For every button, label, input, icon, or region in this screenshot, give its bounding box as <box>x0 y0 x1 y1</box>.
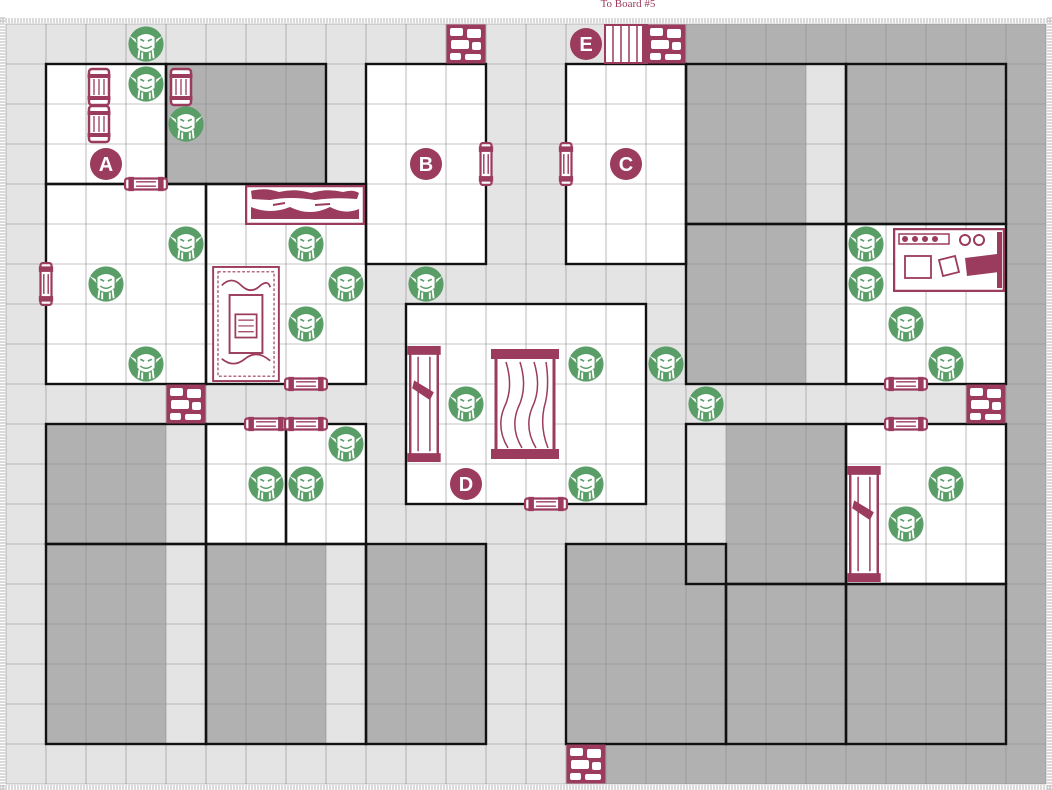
goblin-icon[interactable] <box>847 225 885 263</box>
goblin-icon[interactable] <box>847 265 885 303</box>
goblin-icon[interactable] <box>247 465 285 503</box>
room-label: B <box>419 154 433 176</box>
door-icon[interactable] <box>558 142 574 186</box>
barrel-icon <box>87 104 111 144</box>
stairway-icon <box>604 24 648 64</box>
door-icon[interactable] <box>38 262 54 306</box>
room-marker-e[interactable]: E <box>570 28 602 60</box>
goblin-icon[interactable] <box>567 465 605 503</box>
goblin-icon[interactable] <box>647 345 685 383</box>
rug-icon <box>212 266 280 382</box>
alchemist-bench-icon <box>893 228 1005 292</box>
room-marker-disc <box>410 148 442 180</box>
rock-block <box>206 544 326 744</box>
goblin-icon[interactable] <box>287 305 325 343</box>
door-icon[interactable] <box>244 416 288 432</box>
door-icon[interactable] <box>284 376 328 392</box>
room-marker-c[interactable]: C <box>610 148 642 180</box>
barrel-icon <box>169 67 193 107</box>
goblin-icon[interactable] <box>887 505 925 543</box>
goblin-icon[interactable] <box>327 425 365 463</box>
room-marker-d[interactable]: D <box>450 468 482 500</box>
room-marker-disc <box>610 148 642 180</box>
room-marker-a[interactable]: A <box>90 148 122 180</box>
door-icon[interactable] <box>124 176 168 192</box>
board-caption: To Board #5 <box>600 0 656 10</box>
goblin-icon[interactable] <box>127 345 165 383</box>
board-edge-ticks <box>0 17 1052 790</box>
goblin-icon[interactable] <box>327 265 365 303</box>
room-marker-disc <box>450 468 482 500</box>
stone-stairs-icon[interactable] <box>166 384 206 424</box>
room-label: D <box>459 474 473 496</box>
stone-stairs-icon[interactable] <box>966 384 1006 424</box>
room-marker-b[interactable]: B <box>410 148 442 180</box>
room-label: A <box>99 154 113 176</box>
rock-block <box>366 544 486 744</box>
door-icon[interactable] <box>284 416 328 432</box>
goblin-icon[interactable] <box>447 385 485 423</box>
goblin-icon[interactable] <box>167 225 205 263</box>
stone-stairs-icon[interactable] <box>646 24 686 64</box>
room-label: C <box>619 154 633 176</box>
rock-block <box>46 424 166 544</box>
fireplace-icon <box>245 185 365 225</box>
rack-icon <box>846 465 882 583</box>
room-wall <box>364 542 488 746</box>
room-label: E <box>579 34 592 56</box>
door-icon[interactable] <box>884 376 928 392</box>
door-icon[interactable] <box>884 416 928 432</box>
stone-stairs-icon[interactable] <box>566 744 606 784</box>
goblin-icon[interactable] <box>127 25 165 63</box>
goblin-icon[interactable] <box>407 265 445 303</box>
table-icon <box>490 348 560 460</box>
stone-stairs-icon[interactable] <box>446 24 486 64</box>
goblin-icon[interactable] <box>167 105 205 143</box>
goblin-icon[interactable] <box>287 465 325 503</box>
door-icon[interactable] <box>478 142 494 186</box>
rock-block <box>686 24 1046 64</box>
rack-icon <box>406 345 442 463</box>
room-wall <box>844 582 1008 746</box>
goblin-icon[interactable] <box>567 345 605 383</box>
goblin-icon[interactable] <box>127 65 165 103</box>
room-marker-disc <box>570 28 602 60</box>
goblin-icon[interactable] <box>927 465 965 503</box>
rock-block <box>46 544 166 744</box>
goblin-icon[interactable] <box>927 345 965 383</box>
barrel-icon <box>87 67 111 107</box>
room-marker-disc <box>90 148 122 180</box>
goblin-icon[interactable] <box>887 305 925 343</box>
door-icon[interactable] <box>524 496 568 512</box>
goblin-icon[interactable] <box>687 385 725 423</box>
goblin-icon[interactable] <box>287 225 325 263</box>
goblin-icon[interactable] <box>87 265 125 303</box>
